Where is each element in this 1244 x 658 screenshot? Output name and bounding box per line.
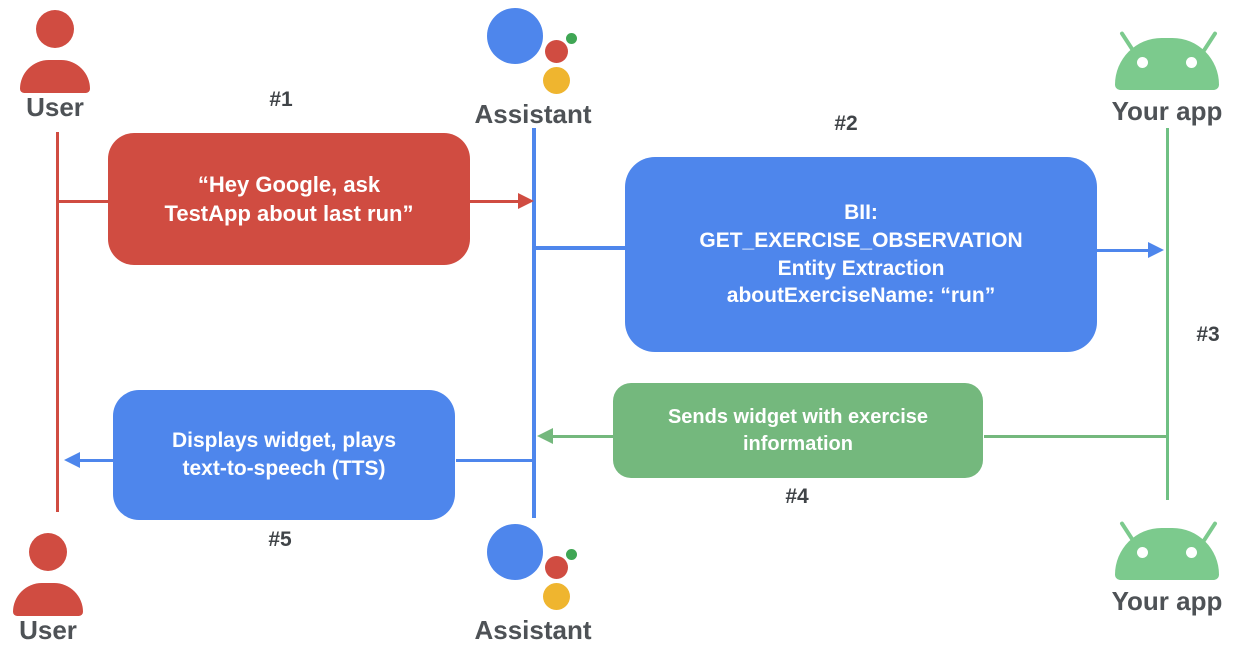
android-eye-left bbox=[1137, 57, 1148, 68]
arrow-4-shaft bbox=[552, 435, 614, 438]
assistant-label: Assistant bbox=[474, 615, 592, 645]
actor-assistant-top: Assistant bbox=[468, 8, 598, 140]
assistant-logo-red-circle bbox=[545, 40, 568, 63]
user-icon-head bbox=[29, 533, 67, 571]
step-3-label: #3 bbox=[1196, 323, 1220, 346]
arrow-5-tail bbox=[456, 459, 532, 462]
lifeline-assistant bbox=[532, 128, 536, 518]
step-2-label: #2 bbox=[834, 112, 858, 135]
lifeline-user bbox=[56, 132, 59, 512]
android-eye-right bbox=[1186, 547, 1197, 558]
message-2-box: BII: GET_EXERCISE_OBSERVATION Entity Ext… bbox=[625, 157, 1097, 352]
arrow-5-shaft bbox=[80, 459, 114, 462]
assistant-logo-yellow-circle bbox=[543, 583, 570, 610]
message-4-box: Sends widget with exercise information bbox=[613, 383, 983, 478]
assistant-logo-yellow-circle bbox=[543, 67, 570, 94]
assistant-logo-red-circle bbox=[545, 556, 568, 579]
message-4-text: Sends widget with exercise information bbox=[667, 406, 929, 455]
assistant-label: Assistant bbox=[474, 99, 592, 129]
actor-user-top: User bbox=[0, 8, 110, 138]
message-1-box: “Hey Google, ask TestApp about last run” bbox=[108, 133, 470, 265]
arrow-4-tail bbox=[984, 435, 1166, 438]
arrow-2-head-icon bbox=[1148, 242, 1164, 258]
lifeline-your-app bbox=[1166, 128, 1169, 500]
arrow-2-shaft bbox=[1096, 249, 1150, 252]
android-eye-right bbox=[1186, 57, 1197, 68]
user-icon-body bbox=[20, 60, 90, 93]
arrow-2-tail bbox=[536, 246, 626, 250]
arrow-1-shaft bbox=[468, 200, 520, 203]
your-app-label: Your app bbox=[1111, 586, 1223, 616]
arrow-1-tail bbox=[58, 200, 110, 203]
assistant-logo-green-dot bbox=[566, 33, 577, 44]
message-1-text: “Hey Google, ask TestApp about last run” bbox=[164, 171, 414, 226]
step-5-label: #5 bbox=[268, 528, 292, 551]
arrow-4-head-icon bbox=[537, 428, 553, 444]
user-label: User bbox=[26, 92, 84, 122]
actor-user-bottom: User bbox=[0, 531, 103, 658]
assistant-logo-blue-circle bbox=[487, 524, 543, 580]
actor-your-app-top: Your app bbox=[1092, 8, 1242, 134]
your-app-label: Your app bbox=[1111, 96, 1223, 126]
assistant-logo-green-dot bbox=[566, 549, 577, 560]
step-1-label: #1 bbox=[269, 88, 293, 111]
message-5-box: Displays widget, plays text-to-speech (T… bbox=[113, 390, 455, 520]
arrow-1-head-icon bbox=[518, 193, 534, 209]
user-icon-body bbox=[13, 583, 83, 616]
android-eye-left bbox=[1137, 547, 1148, 558]
step-4-label: #4 bbox=[785, 485, 809, 508]
actor-assistant-bottom: Assistant bbox=[468, 524, 598, 658]
message-5-text: Displays widget, plays text-to-speech (T… bbox=[171, 429, 397, 480]
user-label: User bbox=[19, 615, 77, 645]
user-icon-head bbox=[36, 10, 74, 48]
message-2-text: BII: GET_EXERCISE_OBSERVATION Entity Ext… bbox=[699, 201, 1023, 308]
actor-your-app-bottom: Your app bbox=[1092, 498, 1242, 624]
assistant-logo-blue-circle bbox=[487, 8, 543, 64]
arrow-5-head-icon bbox=[64, 452, 80, 468]
